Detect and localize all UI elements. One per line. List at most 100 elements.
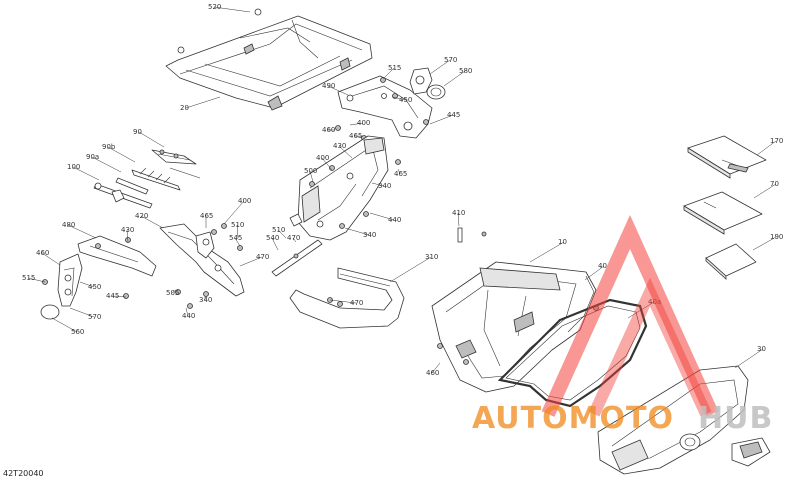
- callout-c470b: 470: [256, 253, 269, 261]
- leader-line-c480: [67, 224, 97, 239]
- leader-line-c20: [185, 96, 221, 109]
- part-430-column: [289, 135, 401, 241]
- leader-line-c70: [753, 183, 777, 199]
- callout-c340c: 340: [199, 296, 212, 304]
- leader-line-c170: [756, 140, 777, 156]
- watermark-text-left: AUTOMOTO: [472, 401, 674, 436]
- leader-line-c340b: [344, 227, 370, 236]
- leader-line-c570b: [69, 307, 95, 318]
- leader-line-c545: [234, 237, 241, 247]
- callout-c540: 540: [266, 234, 279, 242]
- callout-c510b: 510: [272, 226, 285, 234]
- callout-c505: 505: [166, 289, 179, 297]
- leader-line-c30: [734, 348, 764, 369]
- callout-c445b: 445: [106, 292, 119, 300]
- callout-c190: 190: [770, 233, 783, 241]
- callout-c90b: 90b: [102, 143, 116, 151]
- callout-c70: 70: [770, 180, 779, 188]
- leader-line-c450b: [79, 281, 95, 288]
- leader-line-c420: [140, 215, 164, 229]
- leader-line-c450: [392, 96, 406, 101]
- leader-line-c90b: [107, 146, 136, 163]
- callout-c460a: 460: [322, 126, 335, 134]
- leader-line-c470b: [239, 256, 263, 267]
- callout-c545: 545: [229, 234, 242, 242]
- callout-c490: 490: [322, 82, 335, 90]
- callout-c510: 510: [231, 221, 244, 229]
- part-90-linkage: [93, 149, 201, 209]
- callout-c560: 560: [71, 328, 84, 336]
- leader-line-c400c: [223, 200, 245, 225]
- watermark-text-right: HUB: [698, 401, 773, 436]
- part-490-bracket: [335, 67, 446, 141]
- watermark-triangle-inner-icon: [588, 277, 712, 417]
- leader-line-c540: [271, 237, 279, 251]
- callout-c170: 170: [770, 137, 783, 145]
- leader-line-c100: [72, 166, 100, 181]
- callout-c470c: 470: [350, 299, 363, 307]
- part-190-card: [705, 243, 757, 280]
- leader-line-c90a: [91, 156, 122, 173]
- callout-c340a: 340: [378, 182, 391, 190]
- callout-c430b: 430: [121, 226, 134, 234]
- leader-line-c430: [338, 145, 353, 159]
- callout-c40: 40: [598, 262, 607, 270]
- callout-c310: 310: [425, 253, 438, 261]
- part-310-handle: [289, 267, 405, 329]
- callout-c520: 520: [208, 3, 221, 11]
- callout-labels: 5202051557058049045044540046046543040046…: [22, 3, 783, 377]
- part-70-booklet: [683, 191, 763, 235]
- leader-line-c40a: [627, 301, 655, 319]
- callout-c400a: 400: [357, 119, 370, 127]
- callout-c450: 450: [399, 96, 412, 104]
- callout-c460c: 460: [426, 369, 439, 377]
- leader-line-c410: [457, 212, 460, 227]
- leader-line-c560: [51, 317, 78, 333]
- leader-line-c470a: [292, 237, 297, 243]
- part-170-booklet: [687, 135, 767, 179]
- callout-c10: 10: [558, 238, 567, 246]
- leader-line-c580: [443, 70, 466, 87]
- leader-line-c510: [236, 224, 239, 239]
- callout-c440b: 440: [182, 312, 195, 320]
- callout-c420: 420: [135, 212, 148, 220]
- callout-c340b: 340: [363, 231, 376, 239]
- watermark-triangle-icon: [541, 214, 719, 417]
- callout-c580: 580: [459, 67, 472, 75]
- callout-c430: 430: [333, 142, 346, 150]
- leader-line-c510b: [277, 229, 287, 239]
- leader-line-c40: [584, 265, 605, 281]
- callout-c500: 500: [304, 167, 317, 175]
- callout-c450b: 450: [88, 283, 101, 291]
- leader-line-c500: [309, 170, 314, 183]
- leader-line-c515b: [27, 277, 46, 283]
- leader-line-c310: [389, 256, 432, 283]
- leader-line-c490: [327, 85, 349, 96]
- leader-line-c10: [529, 241, 565, 263]
- callout-c90a: 90a: [86, 153, 99, 161]
- callout-c440a: 440: [388, 216, 401, 224]
- leader-line-c460c: [431, 362, 441, 374]
- callout-c90: 90: [133, 128, 142, 136]
- leader-line-c440a: [369, 212, 395, 221]
- callout-c470a: 470: [287, 234, 300, 242]
- leader-line-c445: [429, 114, 454, 125]
- callout-c480: 480: [62, 221, 75, 229]
- leader-line-c400a: [349, 122, 364, 126]
- callout-c445: 445: [447, 111, 460, 119]
- part-20-tray: [165, 8, 373, 111]
- part-480-left-frame: [40, 235, 157, 320]
- part-10-storage-bin: [431, 261, 599, 393]
- callout-c410: 410: [452, 209, 465, 217]
- part-540-bar: [271, 239, 323, 277]
- leader-line-c470c: [329, 299, 357, 304]
- leader-line-c520: [213, 6, 251, 13]
- leader-line-c445b: [111, 295, 127, 298]
- callout-c465b: 465: [394, 170, 407, 178]
- leader-line-c90: [138, 131, 165, 148]
- leader-line-c430b: [126, 229, 129, 243]
- callout-c515b: 515: [22, 274, 35, 282]
- leader-line-c440b: [185, 307, 189, 317]
